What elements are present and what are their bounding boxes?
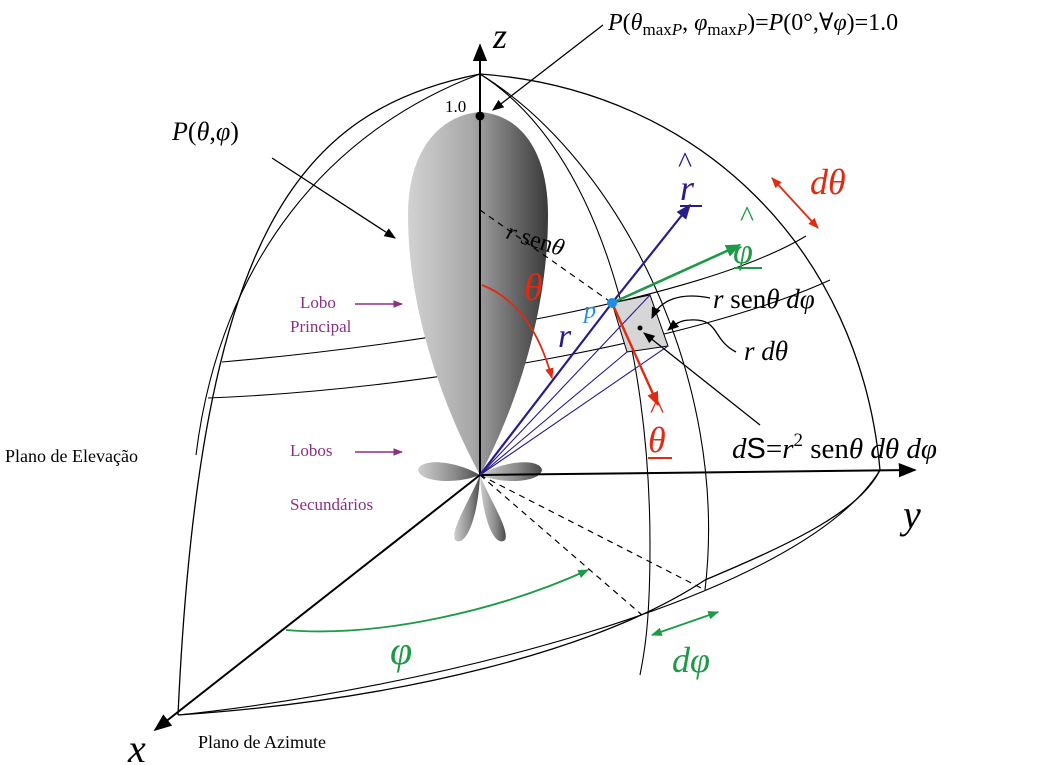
r-dtheta-pointer bbox=[667, 319, 737, 353]
phi-hat-caret: ^ bbox=[740, 200, 754, 233]
side-lobe-left bbox=[418, 462, 480, 482]
x-axis bbox=[153, 474, 481, 732]
y-axis-label: y bbox=[899, 492, 921, 537]
phi-hat-label: φ bbox=[733, 231, 753, 271]
point-p bbox=[607, 298, 617, 308]
theta-arc bbox=[481, 284, 554, 380]
theta-hat-label: θ bbox=[648, 420, 666, 460]
phi-hat-vector bbox=[611, 243, 742, 305]
meridian-arc-1 bbox=[479, 73, 651, 676]
sphere-outline bbox=[177, 73, 881, 716]
x-axis-label: x bbox=[127, 726, 146, 765]
projection-dashed-2 bbox=[479, 474, 706, 591]
side-lobe-right bbox=[480, 462, 542, 482]
r-hat-vector bbox=[611, 203, 691, 304]
r-hat-label: r bbox=[680, 168, 695, 208]
side-lobe-bottom-left bbox=[454, 475, 480, 542]
elevation-plane-label: Plano de Elevação bbox=[5, 446, 138, 466]
side-lobe-label-2: Secundários bbox=[290, 495, 373, 514]
theta-hat-vector bbox=[610, 302, 660, 407]
ds-pointer bbox=[643, 332, 761, 426]
main-lobe-label-1: Lobo bbox=[300, 293, 336, 312]
azimuth-arc bbox=[177, 469, 881, 716]
d-theta-label: dθ bbox=[810, 162, 846, 202]
d-theta-arrow bbox=[771, 177, 819, 229]
side-lobe-label-1: Lobos bbox=[290, 441, 333, 460]
r-label: r bbox=[558, 318, 572, 355]
latitude-arc-1 bbox=[221, 235, 807, 363]
theta-hat-caret: ^ bbox=[650, 392, 664, 425]
r-sen-theta-dphi-label: r senθ dφ bbox=[713, 284, 815, 314]
r-sen-dphi-pointer bbox=[651, 295, 711, 320]
r-vector bbox=[479, 302, 613, 476]
d-phi-label: dφ bbox=[672, 640, 710, 680]
r-sen-dashed-line bbox=[479, 209, 613, 304]
latitude-arc-2 bbox=[207, 279, 831, 399]
phi-arc bbox=[285, 569, 589, 633]
theta-angle-label: θ bbox=[524, 267, 543, 309]
ray-3 bbox=[479, 351, 628, 476]
one-label: 1.0 bbox=[445, 97, 466, 116]
r-hat-caret: ^ bbox=[678, 146, 692, 179]
max-point bbox=[475, 111, 485, 121]
azimuth-plane-label: Plano de Azimute bbox=[198, 732, 326, 752]
z-axis-label: z bbox=[492, 16, 507, 56]
max-pointer-arrow bbox=[492, 24, 604, 111]
elevation-arc bbox=[195, 73, 481, 456]
phi-angle-label: φ bbox=[390, 628, 412, 673]
main-lobe bbox=[408, 112, 548, 475]
pattern-label: P(θ,φ) bbox=[171, 117, 239, 146]
y-axis bbox=[479, 462, 917, 478]
patch-dot bbox=[637, 325, 643, 331]
ray-2 bbox=[479, 345, 669, 476]
ds-equation: dS=r2 senθ dθ dφ bbox=[732, 430, 937, 465]
side-lobe-bottom-right bbox=[480, 475, 506, 542]
r-dtheta-label: r dθ bbox=[744, 336, 788, 366]
p-label: p bbox=[582, 298, 596, 324]
pattern-pointer-arrow bbox=[271, 157, 396, 239]
d-phi-arrow bbox=[650, 611, 720, 636]
meridian-arc-2 bbox=[479, 73, 710, 591]
main-lobe-label-2: Principal bbox=[290, 317, 352, 336]
max-equation: P(θmaxP, φmaxP)=P(0°,∀φ)=1.0 bbox=[607, 10, 898, 39]
projection-dashed-1 bbox=[479, 474, 643, 616]
